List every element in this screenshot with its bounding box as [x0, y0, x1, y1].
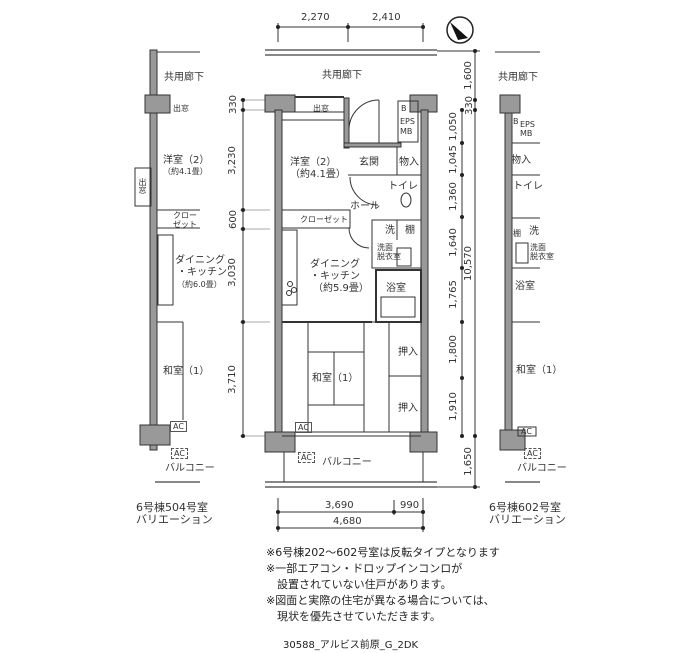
right-dressing-1: 洗面: [530, 243, 546, 252]
dim-bottom-total: 4,680: [333, 516, 362, 527]
dim-top-2: 2,410: [372, 12, 401, 23]
left-closet-1: クロー: [173, 211, 197, 220]
right-dressing-2: 脱衣室: [530, 252, 554, 261]
dim-outer-4: 1,650: [462, 447, 474, 476]
hall-label: ホール: [350, 201, 380, 212]
dim-outer-3: 10,570: [463, 246, 474, 281]
left-corridor-label: 共用廊下: [164, 72, 204, 83]
dk-label-2: ・キッチン: [310, 271, 360, 282]
oshiire-label-2: 押入: [398, 403, 418, 414]
dim-top-1: 2,270: [301, 12, 330, 23]
dim-left-4: 3,030: [226, 258, 238, 287]
western-room-size: （約4.1畳）: [290, 169, 346, 180]
left-dk-size: （約6.0畳）: [177, 280, 222, 289]
dim-right-4: 1,640: [447, 228, 459, 257]
left-balcony: バルコニー: [165, 463, 215, 474]
right-corridor-label: 共用廊下: [498, 72, 538, 83]
dim-right-6: 1,800: [447, 335, 459, 364]
plan-code: 30588_アルビス前原_G_2DK: [283, 640, 419, 651]
oshiire-label-1: 押入: [398, 347, 418, 358]
left-dk-2: ・キッチン: [177, 267, 227, 278]
dim-right-7: 1,910: [447, 392, 459, 421]
right-ac-indoor: AC: [521, 427, 532, 436]
dim-right-3: 1,360: [447, 182, 459, 211]
left-dk-1: ダイニング: [175, 255, 225, 266]
right-toilet: トイレ: [513, 181, 543, 192]
compass-icon: [446, 16, 474, 44]
dim-right-2: 1,045: [447, 145, 459, 174]
right-ac-outdoor: AC: [524, 448, 541, 459]
bay-window-label: 出窓: [313, 104, 329, 113]
dim-left-3: 600: [228, 209, 240, 230]
dim-left-5: 3,710: [226, 365, 238, 394]
left-ac-indoor: AC: [170, 421, 187, 432]
shelf-label: 棚: [405, 225, 415, 236]
dim-bottom-1: 3,690: [325, 500, 354, 511]
left-side-bay-window-label: 出窓: [138, 178, 147, 194]
note-3: 設置されていない住戸があります。: [266, 578, 452, 591]
right-eps-label: EPS: [520, 120, 535, 129]
left-western-room-size: （約4.1畳）: [163, 167, 208, 176]
bathroom-label: 浴室: [386, 283, 406, 294]
corridor-label: 共用廊下: [322, 70, 362, 81]
ac-indoor-label: AC: [295, 422, 312, 433]
right-japanese-room: 和室（1）: [516, 365, 563, 376]
note-5: 現状を優先させていただきます。: [266, 610, 441, 623]
japanese-room-label: 和室（1）: [312, 373, 359, 384]
left-caption-2: バリエーション: [136, 513, 213, 526]
right-wash: 洗: [529, 226, 539, 237]
dressing-label-2: 脱衣室: [377, 252, 401, 261]
dim-outer-1: 1,600: [462, 61, 474, 90]
entrance-label: 玄関: [359, 157, 379, 168]
ac-outdoor-label: AC: [298, 452, 315, 463]
left-caption-1: 6号棟504号室: [136, 501, 208, 514]
dim-left-1: 330: [228, 94, 240, 115]
closet-label: クローゼット: [300, 215, 348, 224]
right-b-label: B: [513, 117, 519, 126]
dressing-label-1: 洗面: [377, 243, 393, 252]
left-bay-window-label: 出窓: [173, 104, 189, 113]
left-ac-outdoor: AC: [171, 448, 188, 459]
left-closet-2: ゼット: [173, 220, 197, 229]
western-room-label: 洋室（2）: [290, 157, 337, 168]
b-label: B: [401, 104, 407, 113]
right-caption-2: バリエーション: [489, 513, 566, 526]
toilet-label: トイレ: [388, 181, 418, 192]
dim-outer-2: 330: [464, 95, 476, 116]
right-mb-label: MB: [520, 129, 533, 138]
right-storage: 物入: [511, 155, 531, 166]
balcony-label: バルコニー: [322, 457, 372, 468]
right-balcony: バルコニー: [517, 463, 567, 474]
left-western-room-label: 洋室（2）: [163, 155, 210, 166]
dk-size: （約5.9畳）: [313, 283, 369, 294]
dk-label-1: ダイニング: [310, 259, 360, 270]
right-shelf: 棚: [513, 229, 521, 238]
right-caption-1: 6号棟602号室: [489, 501, 561, 514]
note-1: ※6号棟202～602号室は反転タイプとなります: [266, 546, 500, 559]
storage-label: 物入: [399, 157, 419, 168]
note-2: ※一部エアコン・ドロップインコンロが: [266, 562, 463, 575]
dim-right-1: 1,050: [447, 112, 459, 141]
mb-label: MB: [400, 127, 413, 136]
wash-label: 洗: [385, 225, 395, 236]
dim-left-2: 3,230: [226, 146, 238, 175]
left-japanese-room: 和室（1）: [163, 366, 210, 377]
note-4: ※図面と実際の住宅が異なる場合については、: [266, 594, 495, 607]
dim-right-5: 1,765: [447, 280, 459, 309]
right-bathroom: 浴室: [515, 281, 535, 292]
dim-bottom-2: 990: [400, 500, 420, 511]
eps-label: EPS: [400, 117, 415, 126]
